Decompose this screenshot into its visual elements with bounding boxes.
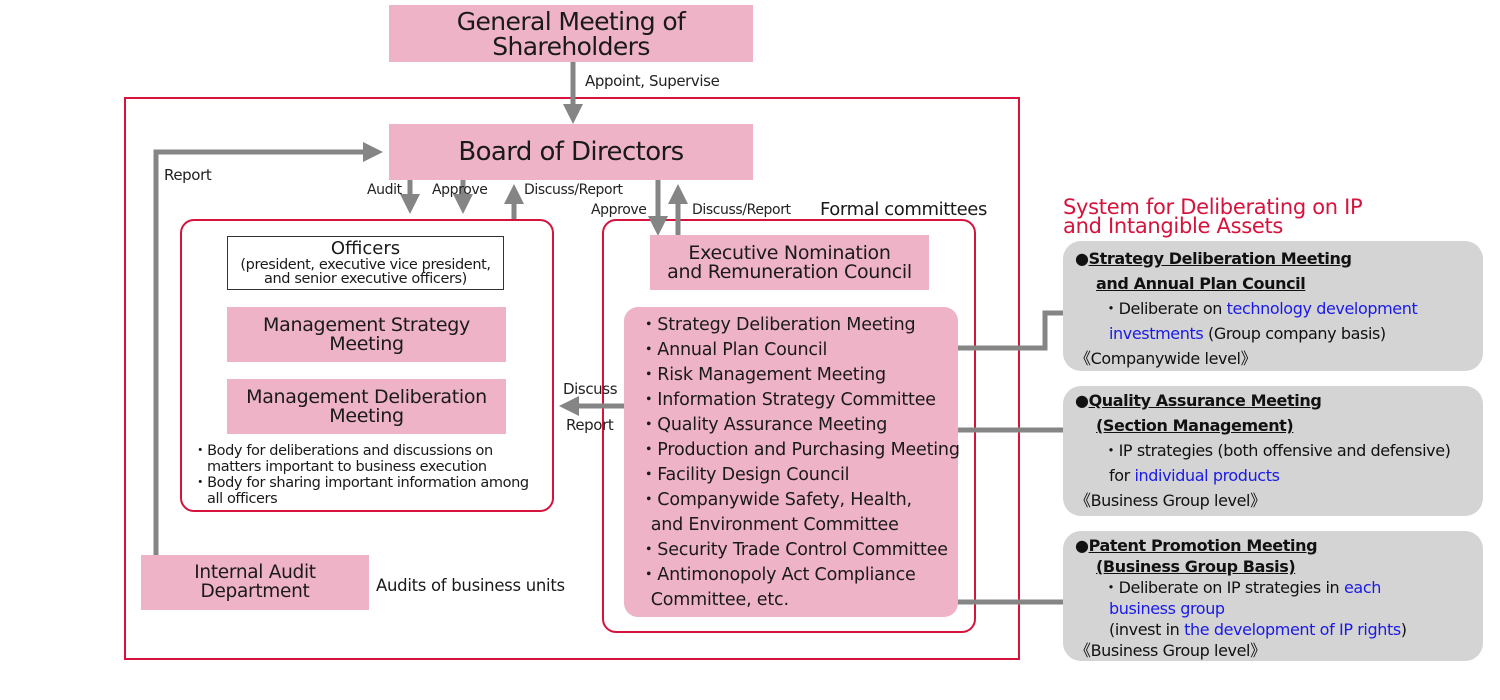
ip-title-line1: System for Deliberating on IP bbox=[1063, 195, 1363, 219]
strategy-line1: Management Strategy bbox=[263, 313, 470, 336]
note-2-line1: ・Body for sharing important information … bbox=[193, 475, 529, 491]
internal-audit-note: Audits of business units bbox=[376, 576, 565, 595]
committee-list-item: and Environment Committee bbox=[640, 515, 899, 535]
committee-list-item: ・Annual Plan Council bbox=[640, 340, 828, 360]
discuss-label-middle: Discuss bbox=[563, 380, 618, 398]
ip-card-3-body-pre2: (invest in bbox=[1109, 620, 1185, 639]
ip-card-3-head-line2: (Business Group Basis) bbox=[1096, 557, 1296, 576]
ip-card-1-head-line1: Strategy Deliberation Meeting bbox=[1088, 249, 1352, 268]
ip-card-2-body-pre: for bbox=[1109, 466, 1135, 485]
bullet-icon: ● bbox=[1075, 391, 1089, 410]
internal-audit-line2: Department bbox=[200, 580, 310, 602]
ip-system-title: System for Deliberating on IP and Intang… bbox=[1063, 195, 1363, 238]
ip-card-strategy: ●Strategy Deliberation Meeting and Annua… bbox=[1063, 241, 1483, 371]
ip-card-2-head-line2: (Section Management) bbox=[1096, 416, 1294, 435]
discuss-report-label-right: Discuss/Report bbox=[692, 202, 791, 218]
ip-card-1-level: 《Companywide level》 bbox=[1075, 349, 1257, 368]
officers-sub-line1: (president, executive vice president, bbox=[240, 256, 491, 273]
deliberation-line2: Meeting bbox=[329, 404, 404, 427]
committees-list-box: ・Strategy Deliberation Meeting ・Annual Pl… bbox=[624, 307, 960, 617]
committee-list-item: Committee, etc. bbox=[640, 590, 789, 610]
audit-label: Audit bbox=[367, 182, 402, 198]
ip-card-2-head-line1: Quality Assurance Meeting bbox=[1088, 391, 1322, 410]
arrow-report-audit bbox=[153, 142, 383, 555]
approve-label-right: Approve bbox=[591, 202, 647, 218]
committees-frame bbox=[602, 219, 976, 633]
committees-list: ・Strategy Deliberation Meeting ・Annual Pl… bbox=[640, 313, 960, 613]
note-1-line1: ・Body for deliberations and discussions … bbox=[193, 443, 493, 459]
bullet-icon: ● bbox=[1075, 536, 1089, 555]
shareholders-box: General Meeting of Shareholders bbox=[389, 5, 753, 62]
ip-card-3-highlight-2: business group bbox=[1109, 599, 1225, 618]
approve-label-left: Approve bbox=[432, 182, 488, 198]
committee-list-item: ・Companywide Safety, Health, bbox=[640, 490, 912, 510]
committee-list-item: ・Information Strategy Committee bbox=[640, 390, 936, 410]
officers-group-frame bbox=[180, 219, 554, 512]
bullet-icon: ● bbox=[1075, 249, 1089, 268]
nomination-line2: and Remuneration Council bbox=[667, 260, 912, 283]
formal-committees-heading: Formal committees bbox=[820, 199, 987, 220]
officers-sub-line2: and senior executive officers) bbox=[264, 271, 467, 287]
committee-list-item: ・Quality Assurance Meeting bbox=[640, 415, 888, 435]
ip-card-1-highlight-1: technology development bbox=[1226, 299, 1418, 318]
board-of-directors-box: Board of Directors bbox=[389, 124, 753, 180]
officers-notes: ・Body for deliberations and discussions … bbox=[193, 443, 529, 507]
nomination-line1: Executive Nomination bbox=[688, 241, 891, 264]
note-1-line2: matters important to business execution bbox=[207, 459, 487, 475]
ip-card-3-highlight-3: the development of IP rights bbox=[1184, 620, 1401, 639]
report-label-left: Report bbox=[164, 166, 212, 184]
management-deliberation-meeting-box: Management Deliberation Meeting bbox=[227, 379, 506, 434]
board-title: Board of Directors bbox=[458, 137, 684, 167]
ip-card-2-level: 《Business Group level》 bbox=[1075, 491, 1266, 510]
internal-audit-line1: Internal Audit bbox=[194, 562, 316, 583]
ip-card-3-head-line1: Patent Promotion Meeting bbox=[1088, 536, 1318, 555]
ip-card-1-highlight-2: investments bbox=[1109, 324, 1204, 343]
ip-card-3-body-post2: ) bbox=[1400, 620, 1407, 639]
appoint-label: Appoint, Supervise bbox=[585, 72, 720, 90]
ip-card-3-highlight-1: each bbox=[1343, 578, 1381, 597]
ip-card-1-body-pre: ・Deliberate on bbox=[1103, 299, 1227, 318]
nomination-council-box: Executive Nomination and Remuneration Co… bbox=[650, 235, 929, 290]
management-strategy-meeting-box: Management Strategy Meeting bbox=[227, 307, 506, 362]
ip-card-patent: ●Patent Promotion Meeting (Business Grou… bbox=[1063, 531, 1483, 661]
committee-list-item: ・Strategy Deliberation Meeting bbox=[640, 315, 916, 335]
officers-title: Officers bbox=[330, 237, 401, 259]
internal-audit-box: Internal Audit Department bbox=[141, 555, 369, 610]
ip-card-1-head-line2: and Annual Plan Council bbox=[1096, 274, 1306, 293]
discuss-report-label-left: Discuss/Report bbox=[524, 182, 623, 198]
deliberation-line1: Management Deliberation bbox=[246, 385, 487, 408]
ip-card-3-level: 《Business Group level》 bbox=[1075, 641, 1266, 660]
committee-list-item: ・Antimonopoly Act Compliance bbox=[640, 565, 916, 585]
ip-card-3-body-pre: ・Deliberate on IP strategies in bbox=[1103, 578, 1344, 597]
ip-card-1-body-post: (Group company basis) bbox=[1203, 324, 1386, 343]
committee-list-item: ・Security Trade Control Committee bbox=[640, 540, 948, 560]
strategy-line2: Meeting bbox=[329, 332, 404, 355]
ip-card-2-body-line1: ・IP strategies (both offensive and defen… bbox=[1103, 441, 1451, 460]
committee-list-item: ・Production and Purchasing Meeting bbox=[640, 440, 960, 460]
note-2-line2: all officers bbox=[207, 491, 278, 507]
ip-card-quality: ●Quality Assurance Meeting (Section Mana… bbox=[1063, 386, 1483, 516]
ip-card-2-highlight: individual products bbox=[1134, 466, 1280, 485]
officers-box: Officers (president, executive vice pres… bbox=[227, 236, 504, 290]
committee-list-item: ・Facility Design Council bbox=[640, 465, 850, 485]
shareholders-line2: Shareholders bbox=[492, 31, 650, 61]
ip-title-line2: and Intangible Assets bbox=[1063, 214, 1284, 238]
arrow-ip-strategy bbox=[905, 310, 1064, 358]
committee-list-item: ・Risk Management Meeting bbox=[640, 365, 886, 385]
report-label-middle: Report bbox=[566, 416, 614, 434]
shareholders-line1: General Meeting of bbox=[456, 6, 686, 36]
